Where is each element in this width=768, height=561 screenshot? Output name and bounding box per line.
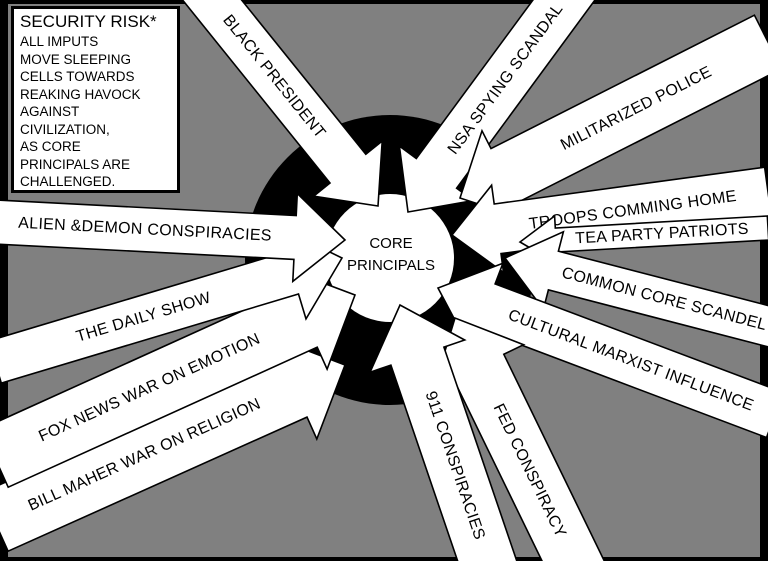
core-label-line-1: CORE	[369, 235, 412, 252]
arrow: ALIEN &DEMON CONSPIRACIES	[0, 191, 347, 284]
core-circle	[326, 194, 454, 322]
arrow-shape	[0, 191, 347, 284]
core-label-line-2: PRINCIPALS	[347, 257, 435, 274]
arrow: TEA PARTY PATRIOTS	[518, 214, 768, 266]
core-label: CORE PRINCIPALS	[347, 235, 435, 274]
security-risk-line: REAKING HAVOCK	[20, 86, 141, 102]
security-risk-line: AS CORE	[20, 139, 81, 154]
security-risk-title: SECURITY RISK*	[20, 12, 157, 31]
arrow-shape	[368, 303, 518, 561]
security-risk-line: MOVE SLEEPING	[20, 51, 132, 67]
arrow-shape	[503, 230, 768, 348]
security-risk-line: CIVILIZATION,	[20, 121, 110, 137]
security-risk-box: SECURITY RISK* ALL IMPUTS MOVE SLEEPING …	[11, 6, 180, 193]
security-risk-line: CELLS TOWARDS	[20, 69, 135, 84]
security-risk-line: PRINCIPALS ARE	[20, 156, 131, 172]
security-risk-line: CHALLENGED.	[20, 174, 116, 189]
arrow-shape	[398, 0, 596, 213]
arrow-shape	[181, 0, 384, 207]
security-risk-line: AGAINST	[20, 104, 80, 119]
security-risk-line: ALL IMPUTS	[20, 34, 99, 49]
arrow: FED CONSPIRACY	[432, 316, 606, 561]
